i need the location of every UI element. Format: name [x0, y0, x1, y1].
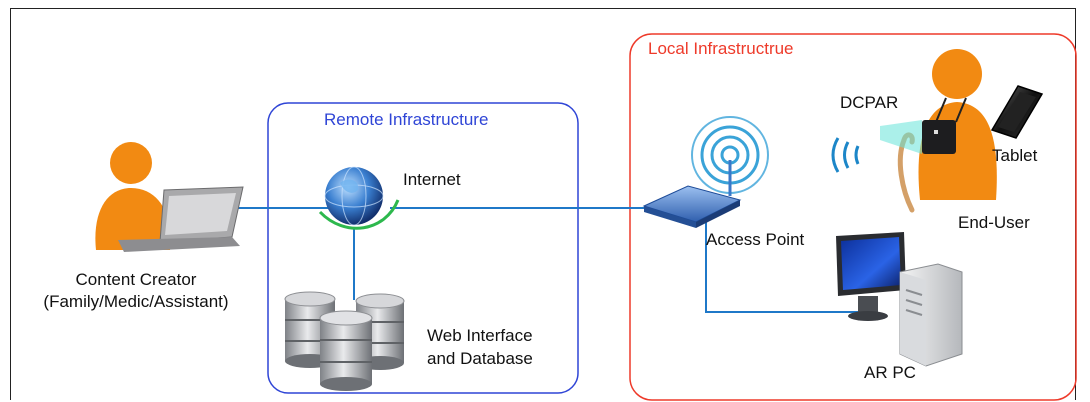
remote-infrastructure-box — [267, 102, 579, 394]
access-point-label: Access Point — [706, 230, 805, 249]
wifi-signal-icon — [831, 137, 860, 173]
link-accesspoint-pc — [705, 214, 858, 313]
ar-pc-label: AR PC — [864, 363, 916, 382]
tablet-icon — [990, 85, 1044, 139]
dcpar-label: DCPAR — [840, 93, 899, 112]
tablet-label: Tablet — [992, 146, 1038, 165]
content-creator-label: Content Creator — [75, 270, 197, 289]
end-user-label: End-User — [958, 213, 1030, 232]
local-infrastructure-title: Local Infrastructrue — [648, 39, 794, 58]
end-user-icon — [880, 49, 997, 213]
internet-globe-icon — [318, 166, 400, 230]
database-label: and Database — [427, 349, 533, 368]
internet-label: Internet — [403, 170, 461, 189]
content-creator-icon — [95, 142, 244, 252]
remote-infrastructure-title: Remote Infrastructure — [324, 110, 489, 129]
connection-links — [238, 207, 858, 313]
web-interface-label: Web Interface — [427, 326, 533, 345]
ar-pc-icon — [836, 232, 963, 367]
access-point-icon — [642, 116, 769, 228]
content-creator-sublabel: (Family/Medic/Assistant) — [43, 292, 229, 311]
database-cylinder-front — [319, 310, 373, 391]
database-icon — [284, 291, 405, 391]
local-infrastructure-box — [629, 33, 1077, 401]
